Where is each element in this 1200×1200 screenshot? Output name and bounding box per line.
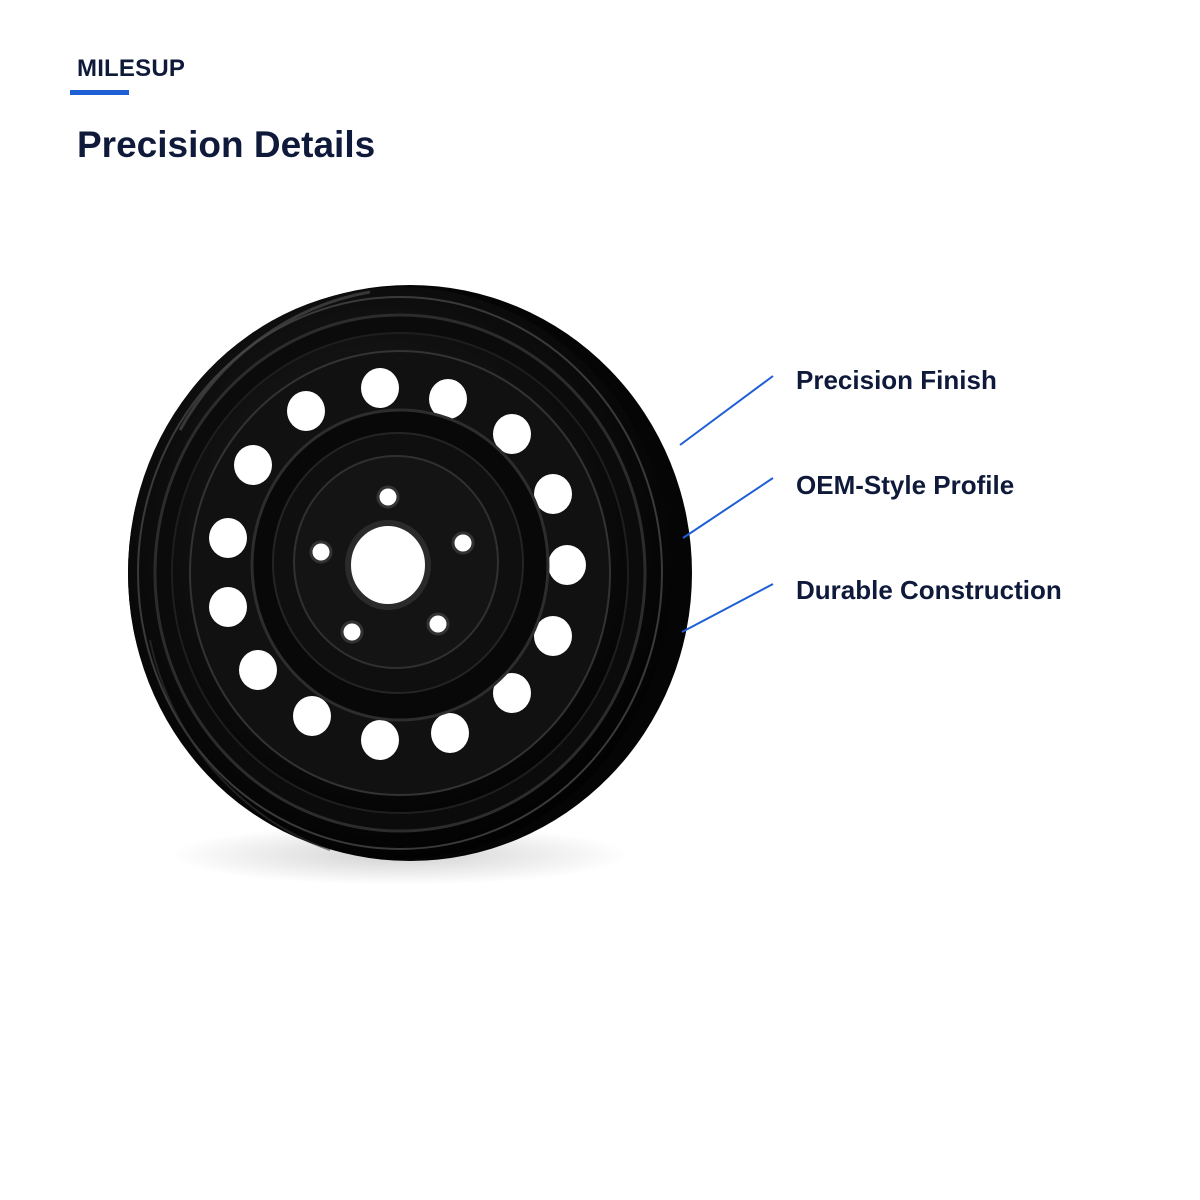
lug-holes bbox=[309, 485, 475, 644]
callout-line-oem-style-profile bbox=[682, 477, 774, 539]
ventilation-holes bbox=[209, 368, 586, 760]
callout-durable-construction: Durable Construction bbox=[796, 575, 1062, 605]
callout-line-durable-construction bbox=[681, 583, 774, 633]
brand-underline bbox=[70, 90, 129, 95]
brand-logo: MILESUP bbox=[77, 55, 186, 82]
callout-oem-style-profile: OEM-Style Profile bbox=[796, 470, 1015, 500]
page-title: Precision Details bbox=[77, 124, 376, 165]
callout-line-precision-finish bbox=[679, 375, 774, 446]
center-bore bbox=[345, 520, 431, 610]
callout-precision-finish: Precision Finish bbox=[796, 365, 997, 395]
